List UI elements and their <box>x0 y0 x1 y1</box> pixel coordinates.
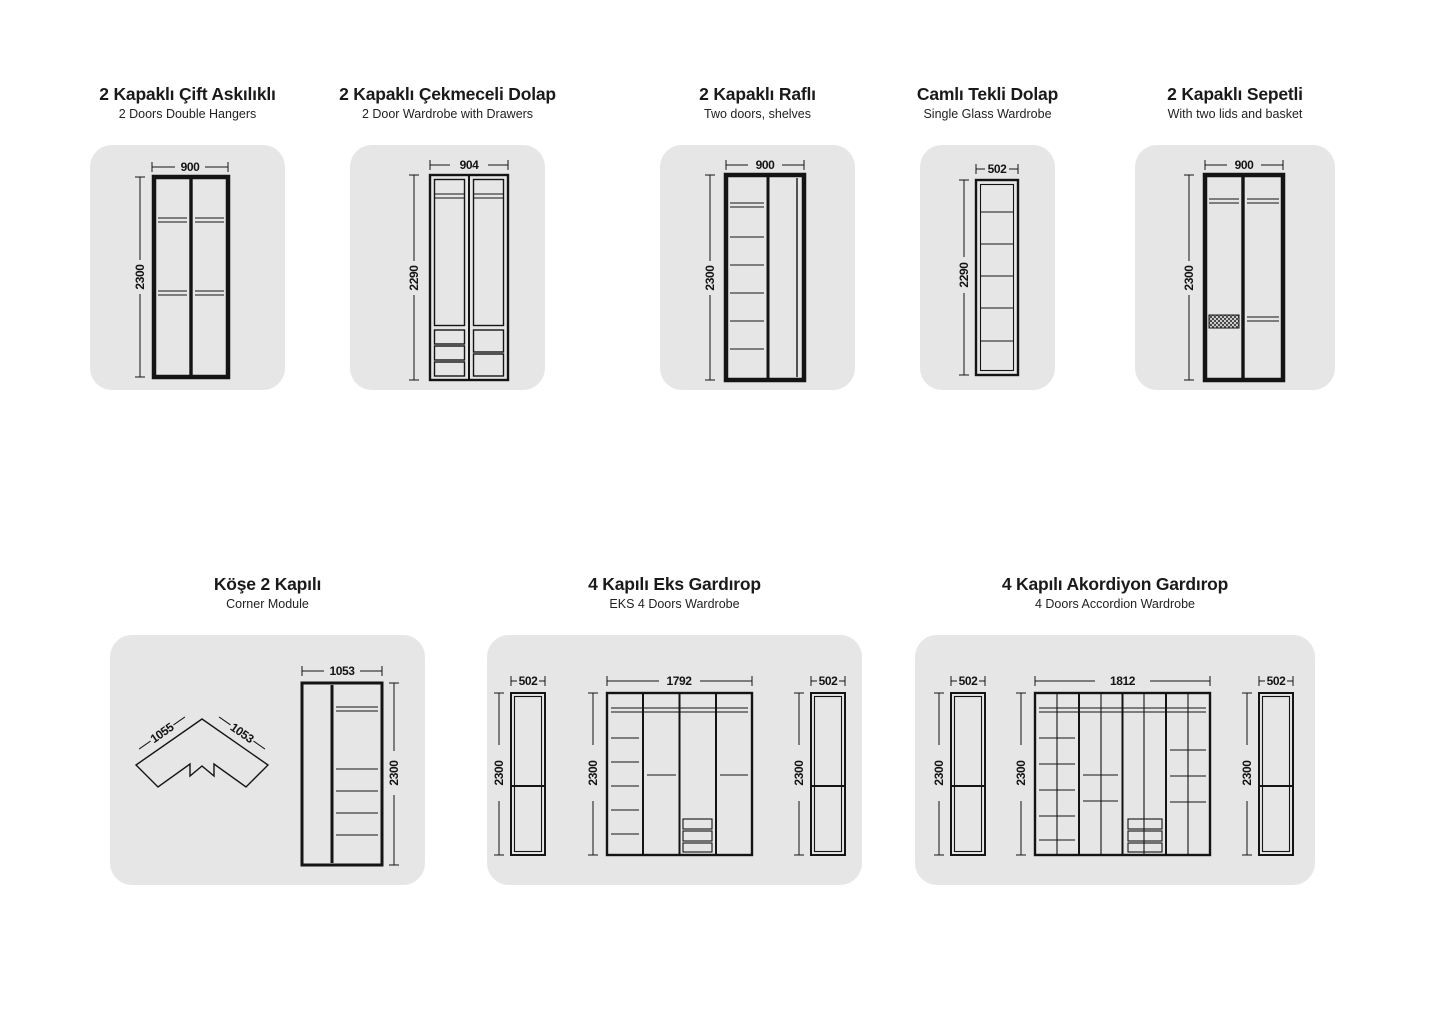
center-unit: 1792 2300 <box>586 674 754 857</box>
right-unit: 502 2300 <box>792 674 846 856</box>
module-subtitle: Corner Module <box>226 597 309 611</box>
module-card: 904 2290 <box>350 145 545 390</box>
center-height-dimension-label: 2300 <box>586 760 600 786</box>
height-dimension-label: 2290 <box>957 262 971 288</box>
cabinet-outline <box>428 173 510 382</box>
height-dimension: 2290 <box>957 179 971 376</box>
basket-wardrobe-drawing: 900 2300 <box>1182 158 1286 383</box>
module-shelf-wardrobe: 2 Kapaklı Raflı Two doors, shelves 900 2… <box>640 82 875 390</box>
shelf-wardrobe-drawing: 900 2300 <box>703 158 807 383</box>
width-dimension-label: 900 <box>756 158 776 172</box>
module-subtitle: EKS 4 Doors Wardrobe <box>609 597 740 611</box>
height-dimension: 2300 <box>703 174 717 381</box>
basket <box>1208 314 1240 329</box>
module-title: 2 Kapaklı Çift Askılıklı <box>99 84 276 104</box>
left-unit: 502 2300 <box>932 674 986 856</box>
cabinet-outline <box>151 174 231 380</box>
width-dimension: 1053 <box>301 664 383 678</box>
right-width-dimension-label: 502 <box>819 674 839 688</box>
module-card: 900 2300 <box>1135 145 1335 390</box>
right-width-dimension-label: 502 <box>1267 674 1287 688</box>
width-dimension-label: 904 <box>460 158 480 172</box>
module-title: 2 Kapaklı Sepetli <box>1167 84 1303 104</box>
width-dimension: 900 <box>1204 158 1284 172</box>
height-dimension: 2300 <box>1182 174 1196 381</box>
module-subtitle: Two doors, shelves <box>704 107 811 121</box>
module-card: 1055 1053 1053 2300 <box>110 635 425 885</box>
left-unit: 502 2300 <box>492 674 546 856</box>
height-dimension: 2300 <box>133 176 147 378</box>
height-dimension: 2300 <box>387 682 401 866</box>
module-accordion-wardrobe: 4 Kapılı Akordiyon Gardırop 4 Doors Acco… <box>915 572 1315 885</box>
height-dimension: 2290 <box>407 174 421 381</box>
center-width-dimension-label: 1812 <box>1110 674 1136 688</box>
height-dimension-label: 2300 <box>703 265 717 291</box>
glass-single-drawing: 502 2290 <box>957 162 1020 377</box>
right-unit: 502 2300 <box>1240 674 1294 856</box>
module-title: Camlı Tekli Dolap <box>916 84 1059 104</box>
module-card: 900 2300 <box>90 145 285 390</box>
cabinet-outline <box>723 172 807 383</box>
left-height-dimension-label: 2300 <box>932 760 946 786</box>
double-hanger-drawing: 900 2300 <box>133 160 231 380</box>
module-subtitle: 4 Doors Accordion Wardrobe <box>1034 597 1196 611</box>
front-height-dimension-label: 2300 <box>387 760 401 786</box>
module-card: 502 2300 1812 2300 <box>915 635 1315 885</box>
corner-module-drawing: 1055 1053 1053 2300 <box>134 664 401 867</box>
width-dimension: 900 <box>725 158 805 172</box>
right-height-dimension-label: 2300 <box>1240 760 1254 786</box>
cabinet-outline <box>1202 172 1286 383</box>
module-double-hanger: 2 Kapaklı Çift Askılıklı 2 Doors Double … <box>70 82 305 390</box>
front-width-dimension-label: 1053 <box>329 664 355 678</box>
module-title: 2 Kapaklı Çekmeceli Dolap <box>339 84 556 104</box>
height-dimension-label: 2300 <box>133 264 147 290</box>
module-subtitle: Single Glass Wardrobe <box>923 107 1052 121</box>
width-dimension-label: 900 <box>181 160 201 174</box>
plan-left-dimension-label: 1055 <box>148 720 177 746</box>
module-basket-wardrobe: 2 Kapaklı Sepetli With two lids and bask… <box>1120 82 1350 390</box>
module-title: 4 Kapılı Eks Gardırop <box>588 574 761 594</box>
left-width-dimension-label: 502 <box>519 674 539 688</box>
module-glass-single: Camlı Tekli Dolap Single Glass Wardrobe … <box>895 82 1080 390</box>
module-subtitle: 2 Doors Double Hangers <box>118 107 257 121</box>
width-dimension: 502 <box>975 162 1019 176</box>
module-drawer-wardrobe: 2 Kapaklı Çekmeceli Dolap 2 Door Wardrob… <box>320 82 575 390</box>
left-height-dimension-label: 2300 <box>492 760 506 786</box>
module-subtitle: 2 Door Wardrobe with Drawers <box>361 107 534 121</box>
front-view <box>300 681 384 867</box>
accordion-wardrobe-drawing: 502 2300 1812 2300 <box>932 674 1294 857</box>
cabinet-outline <box>974 178 1020 377</box>
module-title: 2 Kapaklı Raflı <box>699 84 816 104</box>
module-corner: Köşe 2 Kapılı Corner Module 1055 1053 <box>110 572 425 885</box>
plan-view: 1055 1053 <box>134 716 270 788</box>
center-height-dimension-label: 2300 <box>1014 760 1028 786</box>
module-eks-wardrobe: 4 Kapılı Eks Gardırop EKS 4 Doors Wardro… <box>487 572 862 885</box>
module-subtitle: With two lids and basket <box>1167 107 1303 121</box>
eks-wardrobe-drawing: 502 2300 1792 2300 <box>492 674 846 857</box>
width-dimension: 900 <box>151 160 229 174</box>
width-dimension-label: 900 <box>1235 158 1255 172</box>
height-dimension-label: 2300 <box>1182 265 1196 291</box>
plan-right-dimension-label: 1053 <box>228 720 257 746</box>
module-card: 502 2290 <box>920 145 1055 390</box>
left-width-dimension-label: 502 <box>959 674 979 688</box>
width-dimension-label: 502 <box>988 162 1008 176</box>
right-height-dimension-label: 2300 <box>792 760 806 786</box>
module-title: Köşe 2 Kapılı <box>213 574 322 594</box>
module-card: 900 2300 <box>660 145 855 390</box>
center-unit: 1812 2300 <box>1014 674 1212 857</box>
center-width-dimension-label: 1792 <box>666 674 692 688</box>
module-title: 4 Kapılı Akordiyon Gardırop <box>1001 574 1229 594</box>
module-card: 502 2300 1792 2300 <box>487 635 862 885</box>
height-dimension-label: 2290 <box>407 265 421 291</box>
drawer-wardrobe-drawing: 904 2290 <box>407 158 510 382</box>
width-dimension: 904 <box>429 158 509 172</box>
